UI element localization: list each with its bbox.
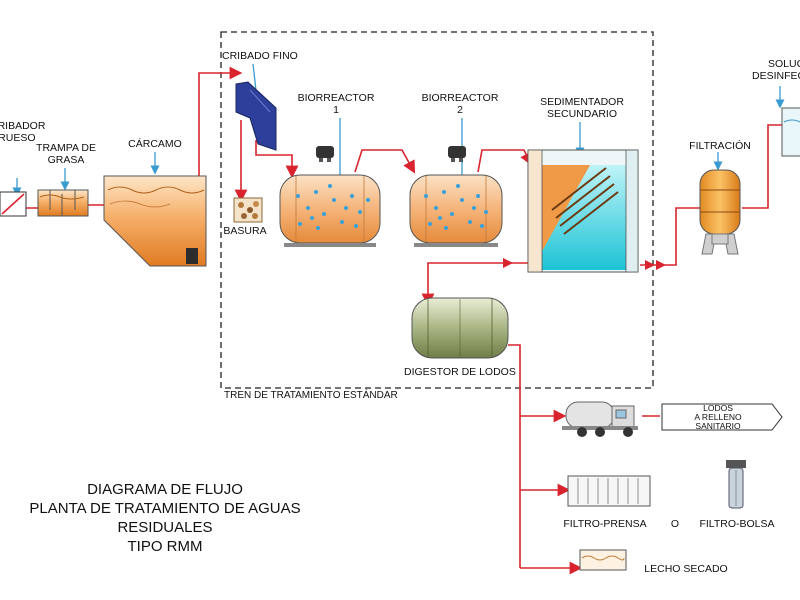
title-line-1: DIAGRAMA DE FLUJO — [87, 481, 243, 498]
label-disinfectant: SOLUCIÓN DESINFECTANTE — [752, 58, 800, 82]
label-trash: BASURA — [223, 225, 267, 237]
label-clarifier: SEDIMENTADOR SECUNDARIO — [530, 96, 634, 120]
label-line: SOLUCIÓN — [768, 58, 800, 70]
title-line-3: RESIDUALES — [117, 519, 213, 536]
label-landfill: LODOS A RELLENO SANITARIO — [664, 404, 772, 430]
flow-arrow — [503, 258, 513, 268]
label-grease-trap: TRAMPA DE GRASA — [28, 142, 104, 166]
label-coarse-screen: CRIBADOR GRUESO — [0, 120, 46, 144]
bag-filter-unit — [726, 460, 746, 509]
label-filtration: FILTRACIÓN — [689, 140, 751, 152]
label-line: A RELLENO — [694, 411, 742, 422]
treatment-train-boundary — [220, 31, 654, 389]
label-line: LODOS — [703, 403, 733, 413]
label-line: BIORREACTOR — [297, 92, 375, 104]
label-line: 1 — [333, 104, 339, 116]
label-bioreactor-2: BIORREACTOR 2 — [414, 92, 506, 116]
filter-press-unit — [567, 475, 651, 507]
label-digester: DIGESTOR DE LODOS — [404, 366, 516, 378]
title-line-4: TIPO RMM — [127, 538, 203, 555]
label-bioreactor-1: BIORREACTOR 1 — [290, 92, 382, 116]
label-line: TRAMPA DE — [36, 142, 96, 154]
flow-arrow — [656, 260, 666, 270]
diagram-title: DIAGRAMA DE FLUJO PLANTA DE TRATAMIENTO … — [0, 480, 330, 556]
drying-bed-unit — [579, 549, 627, 571]
fine-screen-unit — [235, 81, 277, 151]
label-line: 2 — [457, 104, 463, 116]
label-pump-well: CÁRCAMO — [128, 138, 182, 150]
sludge-digester-unit — [411, 297, 509, 359]
sludge-truck-icon — [562, 401, 638, 437]
flow-arrow — [645, 260, 655, 270]
label-pointers — [12, 63, 785, 197]
trash-bin-unit — [233, 197, 263, 223]
landfill-sign — [661, 403, 783, 431]
label-line: SECUNDARIO — [546, 108, 617, 120]
label-drying-bed: LECHO SECADO — [644, 563, 728, 575]
label-line: SANITARIO — [695, 420, 741, 431]
label-filter-press: FILTRO-PRENSA — [563, 518, 647, 530]
label-line: DESINFECTANTE — [752, 70, 800, 82]
disinfectant-tank-unit — [781, 107, 800, 157]
label-line: GRASA — [47, 154, 85, 166]
label-bag-filter: FILTRO-BOLSA — [699, 518, 775, 530]
label-line: BIORREACTOR — [421, 92, 499, 104]
coarse-screen-unit — [0, 191, 27, 217]
grease-trap-unit — [37, 189, 89, 217]
label-treatment-train: TREN DE TRATAMIENTO ESTÁNDAR — [224, 390, 398, 401]
secondary-clarifier-unit — [527, 149, 639, 273]
label-line: CRIBADOR — [0, 120, 46, 132]
filtration-unit — [699, 169, 741, 255]
title-line-2: PLANTA DE TRATAMIENTO DE AGUAS — [29, 500, 301, 517]
bioreactor-2-unit — [409, 146, 503, 247]
pump-well-unit — [103, 175, 207, 267]
label-or: O — [670, 518, 680, 530]
bioreactor-1-unit — [279, 146, 381, 247]
label-line: GRUESO — [0, 132, 36, 144]
label-fine-screen: CRIBADO FINO — [222, 50, 298, 62]
label-line: SEDIMENTADOR — [540, 96, 624, 108]
